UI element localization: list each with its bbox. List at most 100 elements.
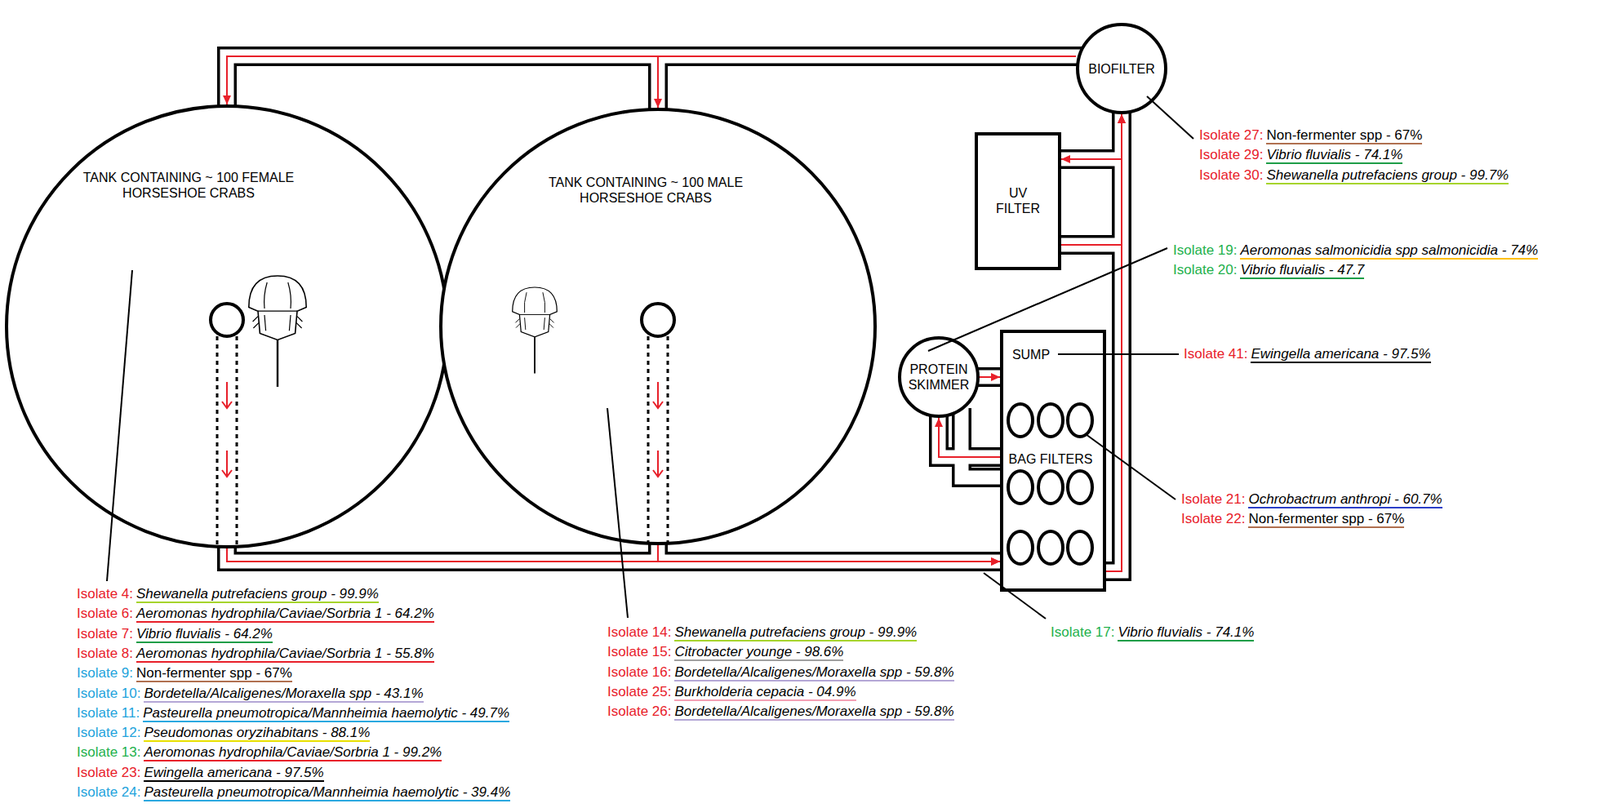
isolate-row: Isolate 13:Aeromonas hydrophila/Caviae/S…	[76, 743, 442, 761]
flow-arrow	[1061, 114, 1122, 245]
box-unit: UV FILTER	[974, 132, 1062, 271]
flow-arrow	[226, 56, 1076, 105]
organism-id: Bordetella/Alcaligenes/Moraxella spp - 5…	[674, 703, 954, 721]
isolate-number: Isolate 30:	[1199, 167, 1263, 183]
organism-id: Aeromonas hydrophila/Caviae/Sorbria 1 - …	[143, 744, 442, 762]
unit-label: BIOFILTER	[1079, 61, 1165, 77]
unit-label: TANK CONTAINING ~ 100 FEMALE HORSESHOE C…	[66, 169, 312, 201]
unit-label: TANK CONTAINING ~ 100 MALE HORSESHOE CRA…	[527, 174, 765, 206]
isolate-row: Isolate 41:Ewingella americana - 97.5%	[1183, 345, 1432, 363]
isolate-row: Isolate 29:Vibrio fluvialis - 74.1%	[1199, 146, 1403, 164]
organism-id: Pasteurella pneumotropica/Mannheimia hae…	[142, 705, 510, 723]
unit-outline	[897, 336, 980, 418]
drain-arrow	[222, 382, 663, 477]
flow-arrow	[657, 545, 1000, 562]
isolate-row: Isolate 21:Ochrobactrum anthropi - 60.7%	[1181, 490, 1443, 508]
drain-pipe	[210, 303, 675, 549]
horseshoe-crab	[248, 275, 557, 387]
isolate-number: Isolate 14:	[607, 624, 672, 640]
organism-id: Pasteurella pneumotropica/Mannheimia hae…	[143, 784, 511, 802]
flow-arrow	[1106, 114, 1122, 572]
isolate-row: Isolate 25:Burkholderia cepacia - 04.9%	[607, 683, 857, 701]
organism-id: Vibrio fluvialis - 64.2%	[136, 626, 273, 644]
circle-unit: TANK CONTAINING ~ 100 FEMALE HORSESHOE C…	[4, 104, 449, 549]
isolate-row: Isolate 22:Non-fermenter spp - 67%	[1181, 510, 1405, 528]
organism-id: Citrobacter younge - 98.6%	[674, 644, 844, 662]
isolate-number: Isolate 8:	[76, 645, 134, 662]
circle-unit: TANK CONTAINING ~ 100 MALE HORSESHOE CRA…	[439, 107, 877, 546]
organism-id: Non-fermenter spp - 67%	[136, 665, 293, 683]
isolate-number: Isolate 11:	[76, 705, 140, 721]
flow-arrow	[938, 417, 1000, 458]
isolate-number: Isolate 13:	[76, 744, 141, 760]
isolate-row: Isolate 12:Pseudomonas oryzihabitans - 8…	[76, 724, 370, 742]
organism-id: Non-fermenter spp - 67%	[1266, 127, 1423, 145]
unit-outline	[974, 132, 1062, 271]
isolate-number: Isolate 17:	[1050, 624, 1115, 640]
isolate-row: Isolate 24:Pasteurella pneumotropica/Man…	[76, 783, 511, 801]
isolate-row: Isolate 14:Shewanella putrefaciens group…	[607, 623, 917, 641]
organism-id: Bordetella/Alcaligenes/Moraxella spp - 4…	[143, 685, 423, 703]
circle-unit: BIOFILTER	[1075, 22, 1168, 115]
flow-arrow	[979, 376, 1000, 378]
isolate-number: Isolate 27:	[1199, 127, 1263, 143]
isolate-number: Isolate 12:	[76, 724, 141, 741]
organism-id: Ochrobactrum anthropi - 60.7%	[1248, 491, 1442, 509]
isolate-row: Isolate 8:Aeromonas hydrophila/Caviae/So…	[76, 644, 435, 663]
isolate-row: Isolate 4:Shewanella putrefaciens group …	[76, 585, 379, 603]
isolate-number: Isolate 16:	[607, 664, 672, 680]
isolate-number: Isolate 29:	[1199, 146, 1263, 163]
organism-id: Shewanella putrefaciens group - 99.9%	[136, 586, 379, 604]
isolate-row: Isolate 19:Aeromonas salmonicidia spp sa…	[1173, 241, 1538, 259]
isolate-row: Isolate 6:Aeromonas hydrophila/Caviae/So…	[76, 604, 435, 623]
isolate-row: Isolate 17:Vibrio fluvialis - 74.1%	[1050, 623, 1254, 641]
unit-outline	[439, 107, 877, 546]
box-unit: SUMP BAG FILTERS	[1000, 329, 1107, 592]
isolate-number: Isolate 20:	[1173, 262, 1237, 278]
organism-id: Aeromonas hydrophila/Caviae/Sorbria 1 - …	[136, 605, 435, 623]
unit-label: PROTEIN SKIMMER	[902, 361, 976, 393]
isolate-number: Isolate 23:	[76, 764, 141, 781]
isolate-row: Isolate 26:Bordetella/Alcaligenes/Moraxe…	[607, 702, 955, 720]
isolate-number: Isolate 19:	[1173, 242, 1237, 258]
isolate-number: Isolate 22:	[1181, 511, 1245, 527]
isolate-row: Isolate 11:Pasteurella pneumotropica/Man…	[76, 704, 510, 722]
organism-id: Vibrio fluvialis - 74.1%	[1266, 146, 1403, 165]
isolate-number: Isolate 9:	[76, 665, 134, 681]
isolate-row: Isolate 23:Ewingella americana - 97.5%	[76, 764, 325, 782]
organism-id: Vibrio fluvialis - 47.7	[1240, 262, 1365, 280]
isolate-row: Isolate 7:Vibrio fluvialis - 64.2%	[76, 625, 273, 643]
organism-id: Vibrio fluvialis - 74.1%	[1117, 624, 1254, 642]
flow-arrow	[657, 56, 1076, 108]
isolate-number: Isolate 15:	[607, 644, 672, 660]
organism-id: Ewingella americana - 97.5%	[1250, 346, 1431, 364]
organism-id: Non-fermenter spp - 67%	[1248, 511, 1405, 529]
isolate-row: Isolate 9:Non-fermenter spp - 67%	[76, 664, 293, 682]
unit-label: BAG FILTERS	[1002, 451, 1099, 467]
isolate-number: Isolate 4:	[76, 586, 134, 602]
isolate-number: Isolate 41:	[1183, 346, 1248, 362]
isolate-number: Isolate 6:	[76, 605, 134, 622]
isolate-number: Isolate 10:	[76, 685, 141, 702]
isolate-row: Isolate 15:Citrobacter younge - 98.6%	[607, 643, 844, 661]
organism-id: Ewingella americana - 97.5%	[143, 764, 324, 783]
organism-id: Shewanella putrefaciens group - 99.7%	[1266, 167, 1509, 185]
isolate-row: Isolate 30:Shewanella putrefaciens group…	[1199, 166, 1509, 184]
organism-id: Burkholderia cepacia - 04.9%	[674, 684, 856, 702]
isolate-number: Isolate 24:	[76, 784, 141, 800]
organism-id: Aeromonas salmonicidia spp salmonicidia …	[1240, 242, 1538, 260]
isolate-row: Isolate 27:Non-fermenter spp - 67%	[1199, 126, 1423, 144]
unit-label: SUMP	[1006, 346, 1056, 363]
unit-label: UV FILTER	[993, 185, 1043, 217]
isolate-row: Isolate 10:Bordetella/Alcaligenes/Moraxe…	[76, 684, 424, 703]
organism-id: Shewanella putrefaciens group - 99.9%	[674, 624, 917, 642]
isolate-number: Isolate 7:	[76, 626, 134, 642]
isolate-row: Isolate 16:Bordetella/Alcaligenes/Moraxe…	[607, 663, 955, 681]
isolate-number: Isolate 25:	[607, 684, 672, 700]
circle-unit: PROTEIN SKIMMER	[897, 336, 980, 418]
isolate-number: Isolate 21:	[1181, 491, 1245, 507]
organism-id: Bordetella/Alcaligenes/Moraxella spp - 5…	[674, 664, 954, 682]
flow-arrow	[1061, 114, 1122, 160]
isolate-row: Isolate 20:Vibrio fluvialis - 47.7	[1173, 261, 1365, 279]
organism-id: Pseudomonas oryzihabitans - 88.1%	[143, 724, 370, 743]
